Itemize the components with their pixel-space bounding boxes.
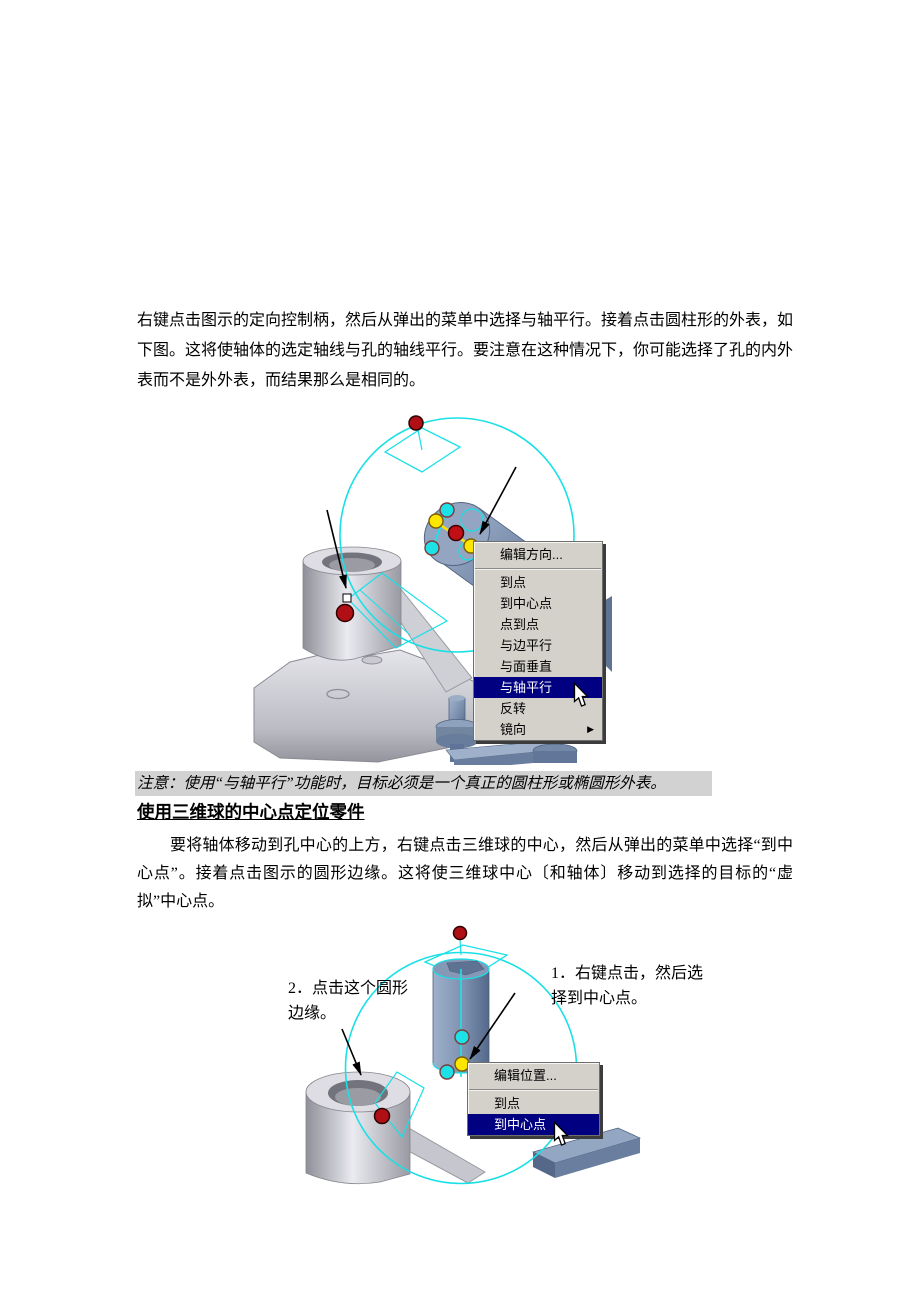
cad-part-bar	[532, 1127, 642, 1178]
menu-item-to-center-point[interactable]: 到中心点	[468, 1114, 599, 1135]
anchor-point-marker[interactable]	[342, 593, 352, 603]
callout-step2: 2．点击这个圆形边缘。	[288, 980, 409, 1022]
annotation-arrows	[326, 466, 517, 589]
menu-item-parallel-to-edge[interactable]: 与边平行	[500, 638, 553, 653]
menu-item-perpendicular-to-face[interactable]: 与面垂直	[500, 659, 553, 674]
context-menu-position: 编辑位置... 到点 到中心点	[467, 1062, 600, 1136]
submenu-arrow-icon: ▶	[587, 724, 594, 734]
menu-item-reverse[interactable]: 反转	[500, 701, 527, 716]
triball-red-handle-top[interactable]	[452, 925, 468, 941]
annotation-arrows	[341, 992, 516, 1076]
menu-item-to-point[interactable]: 到点	[500, 575, 527, 590]
triball-center-handles[interactable]	[439, 969, 470, 1080]
triball-red-handle-top[interactable]	[408, 415, 424, 431]
circular-edge-marker[interactable]	[373, 1107, 391, 1125]
note-bar: 注意：使用“与轴平行”功能时，目标必须是一个真正的圆柱形或椭圆形外表。	[135, 771, 712, 796]
body-paragraph: 要将轴体移动到孔中心的上方，右键点击三维球的中心，然后从弹出的菜单中选择“到中心…	[137, 837, 793, 910]
section-heading: 使用三维球的中心点定位零件	[137, 802, 365, 822]
menu-item-to-center-point[interactable]: 到中心点	[500, 596, 553, 611]
menu-item-mirror[interactable]: 镜向 ▶	[474, 719, 602, 740]
menu-title[interactable]: 编辑位置...	[494, 1068, 557, 1083]
figure-triball-axis-orientation: 编辑方向... 到点 到中心点 点到点 与边平行 与面垂直 与轴平行 反转 镜向…	[250, 410, 612, 765]
intro-paragraph: 右键点击图示的定向控制柄，然后从弹出的菜单中选择与轴平行。接着点击圆柱形的外表，…	[137, 312, 794, 389]
menu-item-point-to-point[interactable]: 点到点	[500, 617, 540, 632]
figure-triball-center-positioning: 2．点击这个圆形边缘。 1．右键点击，然后选择到中心点。 编辑位置... 到点 …	[280, 925, 710, 1187]
triball-red-handle-part[interactable]	[335, 603, 355, 623]
menu-separator	[475, 568, 601, 570]
menu-item-to-point[interactable]: 到点	[494, 1096, 521, 1111]
menu-title[interactable]: 编辑方向...	[500, 547, 563, 562]
cad-scene-2	[305, 925, 642, 1185]
mouse-cursor-icon	[553, 1121, 570, 1146]
mouse-cursor-icon	[573, 682, 590, 707]
context-menu-orientation: 编辑方向... 到点 到中心点 点到点 与边平行 与面垂直 与轴平行 反转 镜向…	[473, 541, 603, 741]
menu-item-parallel-to-axis[interactable]: 与轴平行	[474, 677, 602, 698]
triball-ring[interactable]	[339, 417, 575, 653]
callout-step1: 1．右键点击，然后选择到中心点。	[551, 965, 704, 1007]
cad-part-pedestal	[435, 596, 612, 765]
menu-separator	[469, 1089, 598, 1091]
